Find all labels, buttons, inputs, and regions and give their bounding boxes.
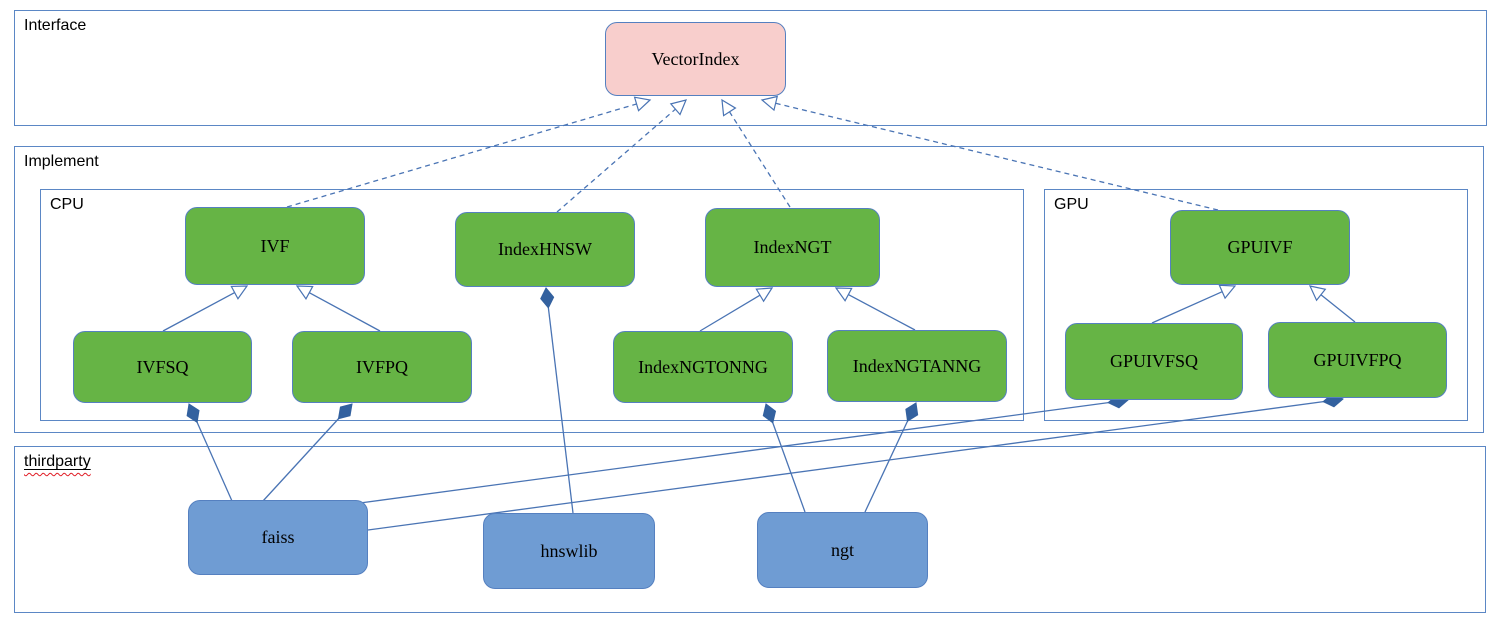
container-cpu-label: CPU [50, 196, 84, 213]
node-ivfsq-label: IVFSQ [136, 356, 189, 377]
node-indexngtonng-label: IndexNGTONNG [638, 356, 768, 377]
node-ivf: IVF [185, 207, 365, 285]
container-implement-label: Implement [24, 153, 99, 170]
container-interface-label: Interface [24, 17, 87, 34]
node-indexhnsw-label: IndexHNSW [498, 239, 592, 259]
node-indexngtanng: IndexNGTANNG [827, 330, 1007, 402]
node-ivfpq-label: IVFPQ [355, 356, 408, 377]
node-vectorindex-label: VectorIndex [651, 48, 740, 69]
node-gpuivfsq-label: GPUIVFSQ [1109, 351, 1199, 371]
node-ivfpq: IVFPQ [292, 331, 472, 403]
container-gpu-label: GPU [1054, 196, 1089, 213]
node-gpuivf: GPUIVF [1170, 210, 1350, 285]
container-thirdparty-label: thirdparty [24, 453, 91, 471]
node-indexngt: IndexNGT [705, 208, 880, 287]
container-thirdparty-label-text: thirdparty [24, 453, 91, 470]
node-gpuivf-label: GPUIVF [1227, 237, 1293, 257]
node-hnswlib-label: hnswlib [540, 540, 598, 561]
node-ngt: ngt [757, 512, 928, 588]
node-hnswlib: hnswlib [483, 513, 655, 589]
node-indexhnsw: IndexHNSW [455, 212, 635, 287]
node-faiss-label: faiss [261, 527, 295, 547]
node-ivfsq: IVFSQ [73, 331, 252, 403]
node-indexngt-label: IndexNGT [753, 237, 832, 257]
node-ngt-label: ngt [830, 539, 854, 560]
node-gpuivfpq-label: GPUIVFPQ [1313, 349, 1402, 370]
node-indexngtanng-label: IndexNGTANNG [852, 355, 982, 376]
node-gpuivfpq: GPUIVFPQ [1268, 322, 1447, 398]
node-vectorindex: VectorIndex [605, 22, 786, 96]
node-gpuivfsq: GPUIVFSQ [1065, 323, 1243, 400]
node-ivf-label: IVF [260, 235, 290, 256]
node-faiss: faiss [188, 500, 368, 575]
node-indexngtonng: IndexNGTONNG [613, 331, 793, 403]
